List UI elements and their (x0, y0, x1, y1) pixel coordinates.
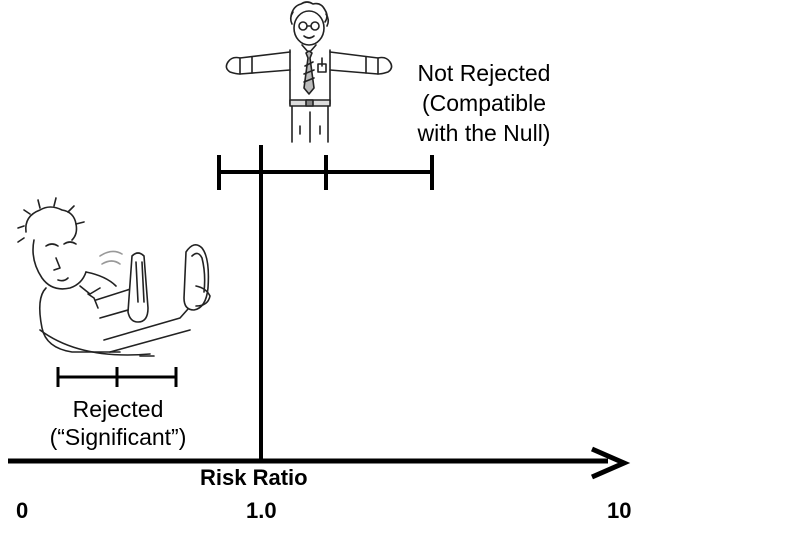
axis-tick-label: 1.0 (246, 498, 277, 523)
not-rejected-label-line-2: (Compatible (422, 90, 546, 116)
axis-arrowhead-icon (590, 446, 631, 480)
axis-tick-label: 0 (16, 498, 29, 523)
not-rejected-label: Not Rejected (Compatible with the Null) (408, 58, 560, 148)
standing-man-arms-out-icon (225, 1, 393, 143)
not-rejected-label-line-1: Not Rejected (417, 60, 551, 86)
axis-tick-label: 10 (607, 498, 632, 523)
axis-title: Risk Ratio (200, 465, 308, 490)
sitting-man-pushing-icon (17, 197, 211, 357)
rejected-label-line-1: Rejected (72, 396, 164, 422)
not-rejected-label-line-3: with the Null) (417, 120, 551, 146)
confidence-interval-not-rejected (217, 155, 434, 190)
rejected-label: Rejected (“Significant”) (30, 395, 206, 451)
risk-ratio-axis (8, 446, 631, 480)
rejected-label-line-2: (“Significant”) (49, 424, 187, 450)
confidence-interval-rejected (56, 367, 178, 387)
